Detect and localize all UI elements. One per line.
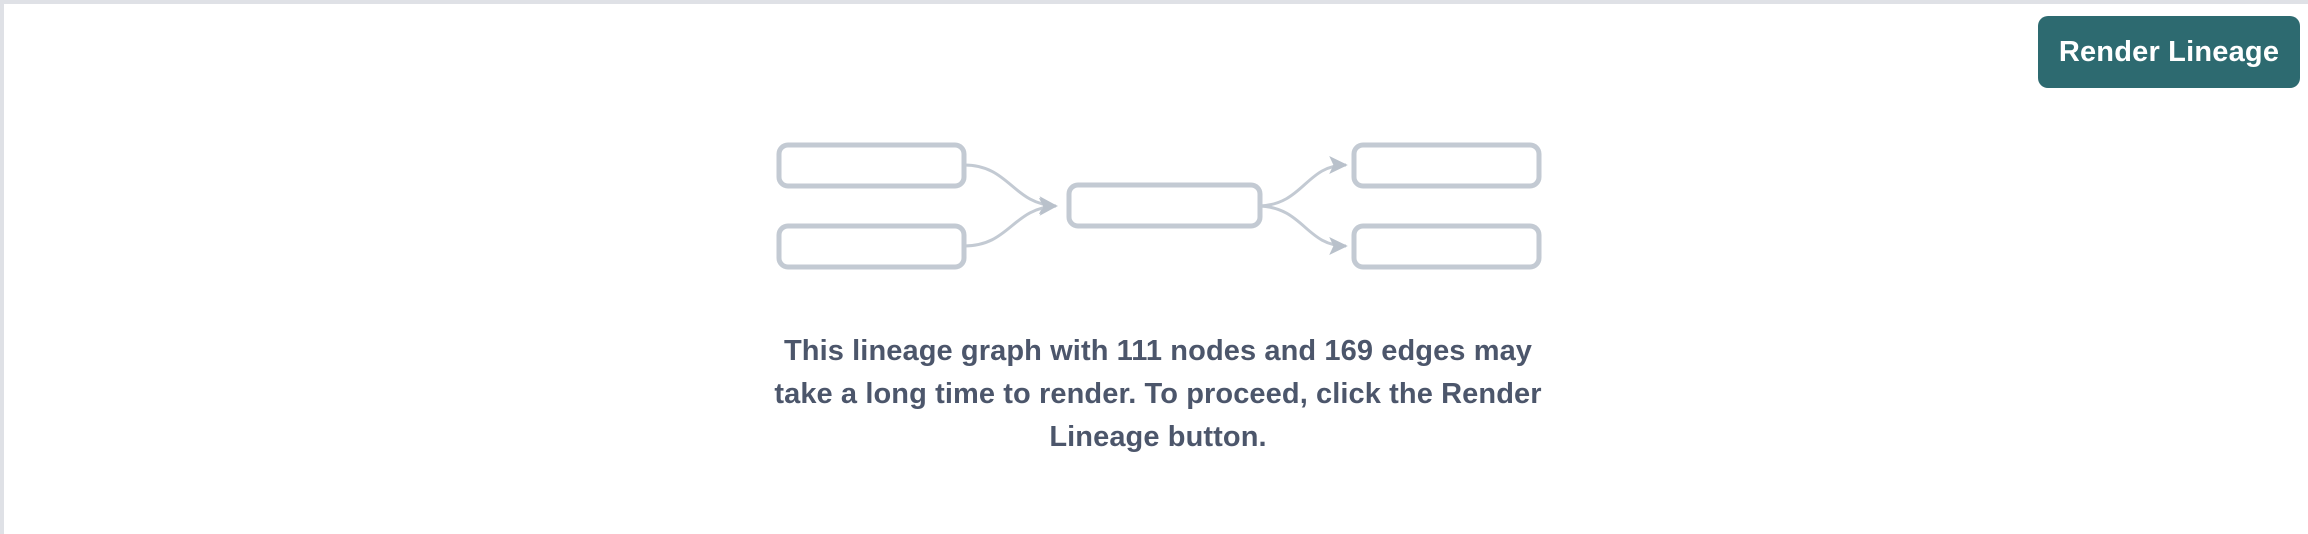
graph-node-right-top[interactable] bbox=[1351, 142, 1542, 189]
graph-edge-left-bottom-to-center bbox=[963, 197, 1058, 248]
lineage-warning-text: This lineage graph with 111 nodes and 16… bbox=[774, 335, 1542, 453]
graph-node-center[interactable] bbox=[1066, 182, 1263, 229]
lineage-warning-message: This lineage graph with 111 nodes and 16… bbox=[4, 330, 2308, 459]
render-lineage-button[interactable]: Render Lineage bbox=[2038, 16, 2300, 88]
graph-edge-center-to-right-top bbox=[1259, 156, 1348, 208]
graph-node-right-bottom[interactable] bbox=[1351, 223, 1542, 270]
graph-node-left-bottom[interactable] bbox=[776, 223, 967, 270]
graph-edge-center-to-right-bottom bbox=[1259, 204, 1348, 255]
graph-node-left-top[interactable] bbox=[776, 142, 967, 189]
lineage-graph-placeholder bbox=[764, 132, 1564, 282]
graph-edge-left-top-to-center bbox=[963, 163, 1058, 215]
